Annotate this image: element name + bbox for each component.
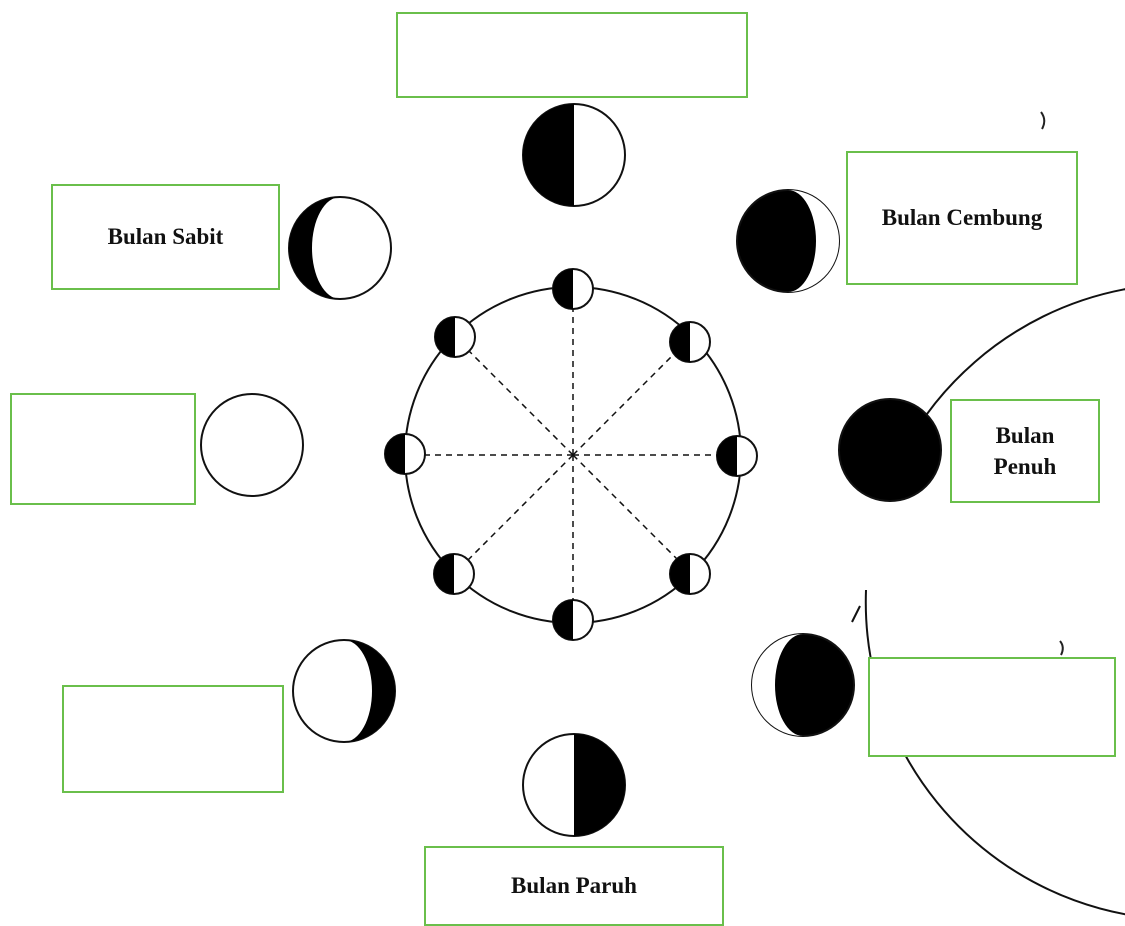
label-box-left[interactable]: [10, 393, 196, 505]
label-box-top[interactable]: [396, 12, 748, 98]
outer-moon-top-right: [736, 189, 840, 293]
outer-moon-left: [200, 393, 304, 497]
label-box-right[interactable]: Bulan Penuh: [950, 399, 1100, 503]
inner-moon-bottom-right: [669, 553, 711, 595]
outer-moon-right: [838, 398, 942, 502]
inner-moon-top: [552, 268, 594, 310]
inner-moon-left: [384, 433, 426, 475]
outer-moon-top: [522, 103, 626, 207]
inner-moon-top-left: [434, 316, 476, 358]
label-top-right-text: Bulan Cembung: [881, 205, 1043, 231]
inner-moon-top-right: [669, 321, 711, 363]
label-box-bottom-right[interactable]: [868, 657, 1116, 757]
outer-moon-bottom-right: [751, 633, 855, 737]
label-box-bottom[interactable]: Bulan Paruh: [424, 846, 724, 926]
outer-moon-bottom: [522, 733, 626, 837]
dashed-spokes: [409, 289, 737, 620]
label-box-top-right[interactable]: Bulan Cembung: [846, 151, 1078, 285]
stray-mark-top-right: [1040, 111, 1046, 130]
outer-orbit: [851, 288, 1125, 916]
label-box-bottom-left[interactable]: [62, 685, 284, 793]
label-top-left-text: Bulan Sabit: [107, 224, 224, 250]
stray-mark-right: [1059, 640, 1064, 656]
label-right-text: Bulan Penuh: [993, 422, 1057, 479]
outer-moon-top-left: [288, 196, 392, 300]
outer-moon-bottom-left: [292, 639, 396, 743]
inner-moon-bottom-left: [433, 553, 475, 595]
inner-moon-bottom: [552, 599, 594, 641]
label-bottom-text: Bulan Paruh: [511, 873, 637, 899]
label-box-top-left[interactable]: Bulan Sabit: [51, 184, 280, 290]
inner-moon-right: [716, 435, 758, 477]
